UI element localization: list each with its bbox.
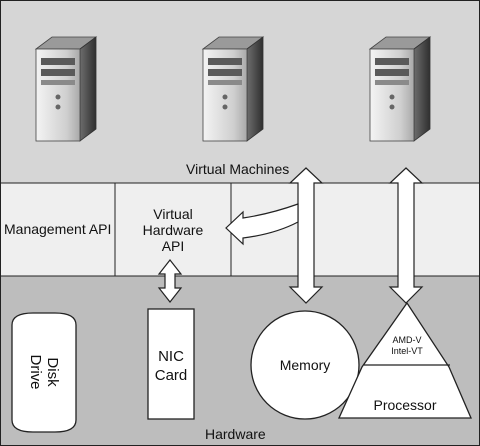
virtual-hardware-api-line-3: API: [161, 238, 185, 254]
processor-shape: [337, 301, 472, 419]
virtual-hardware-api-line-2: Hardware: [142, 222, 204, 238]
amd-v-label: AMD-V: [392, 335, 422, 345]
nic-card-label: NIC Card: [148, 347, 194, 385]
processor-vm-double-arrow: [388, 167, 424, 304]
nic-api-double-arrow: [157, 259, 183, 303]
virtual-machines-label: Virtual Machines: [186, 161, 290, 177]
virtual-hardware-api-line-1: Virtual: [153, 206, 193, 222]
memory-vm-double-arrow: [288, 167, 324, 304]
intel-vt-label: Intel-VT: [391, 346, 423, 356]
curved-arrow-to-api: [225, 203, 299, 246]
server-icon: [35, 36, 97, 142]
server-icon: [202, 36, 264, 142]
disk-drive-line-1: Disk: [44, 357, 61, 387]
nic-card-line-1: NIC: [158, 348, 184, 365]
virtual-hardware-api-label: Virtual Hardware API: [115, 206, 231, 254]
processor-label: Processor: [373, 397, 437, 413]
disk-drive-label: Disk Drive: [27, 354, 61, 389]
nic-card-line-2: Card: [154, 367, 188, 384]
management-api-label: Management API: [4, 221, 112, 237]
disk-drive-line-2: Drive: [27, 354, 44, 390]
memory-label: Memory: [279, 357, 331, 373]
hardware-label: Hardware: [205, 426, 266, 442]
disk-drive-shape: [11, 312, 77, 433]
server-icon: [369, 36, 431, 142]
nic-card-shape: [147, 308, 195, 420]
memory-shape: [250, 310, 360, 420]
